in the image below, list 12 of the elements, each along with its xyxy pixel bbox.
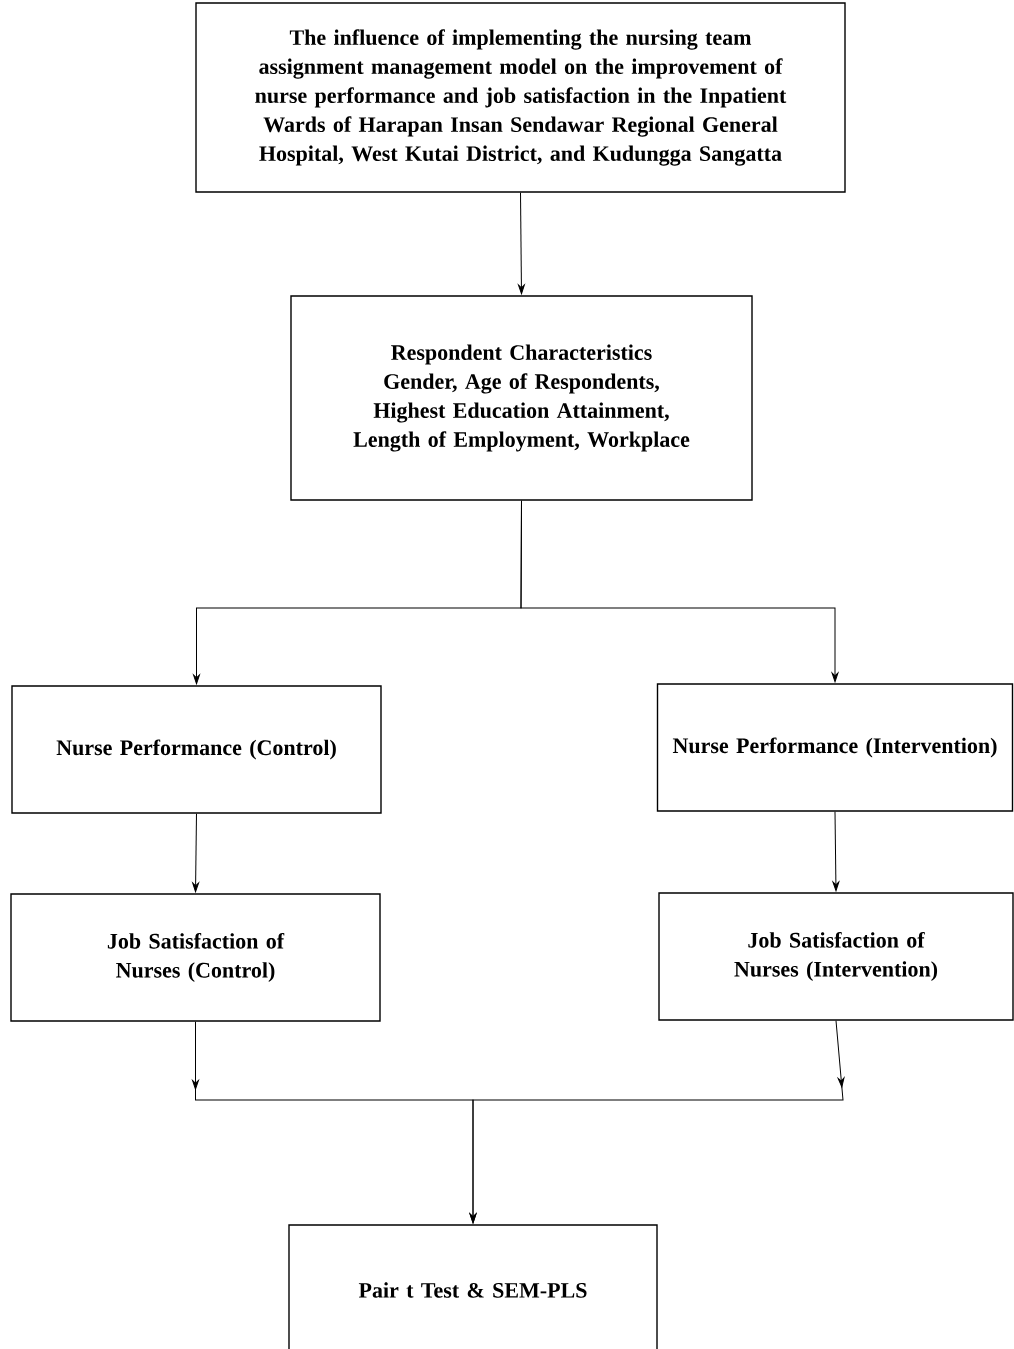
process-box: Job Satisfaction of Nurses (Control) <box>10 893 381 1022</box>
arrow <box>192 813 200 893</box>
method-box: Pair t Test & SEM-PLS <box>288 1224 658 1349</box>
process-box: The influence of implementing the nursing team assignment management model on the improvement of nurse performance and job satisfaction in the Inpatient Wards of Harapan Insan Sendawar Regional General Hospital, West Kutai District, and Kudungga Sangatta <box>195 2 846 193</box>
process-box: Job Satisfaction of Nurses (Intervention) <box>658 892 1014 1021</box>
arrow <box>832 811 840 892</box>
arrow <box>520 500 839 683</box>
process-box: Respondent Characteristics Gender, Age of Respondents, Highest Education Attainment, Length of Employment, Workplace <box>290 295 753 501</box>
process-box: Nurse Performance (Intervention) <box>656 683 1014 812</box>
arrow <box>469 1020 845 1224</box>
process-box: Nurse Performance (Control) <box>11 685 382 814</box>
arrow <box>518 192 525 295</box>
